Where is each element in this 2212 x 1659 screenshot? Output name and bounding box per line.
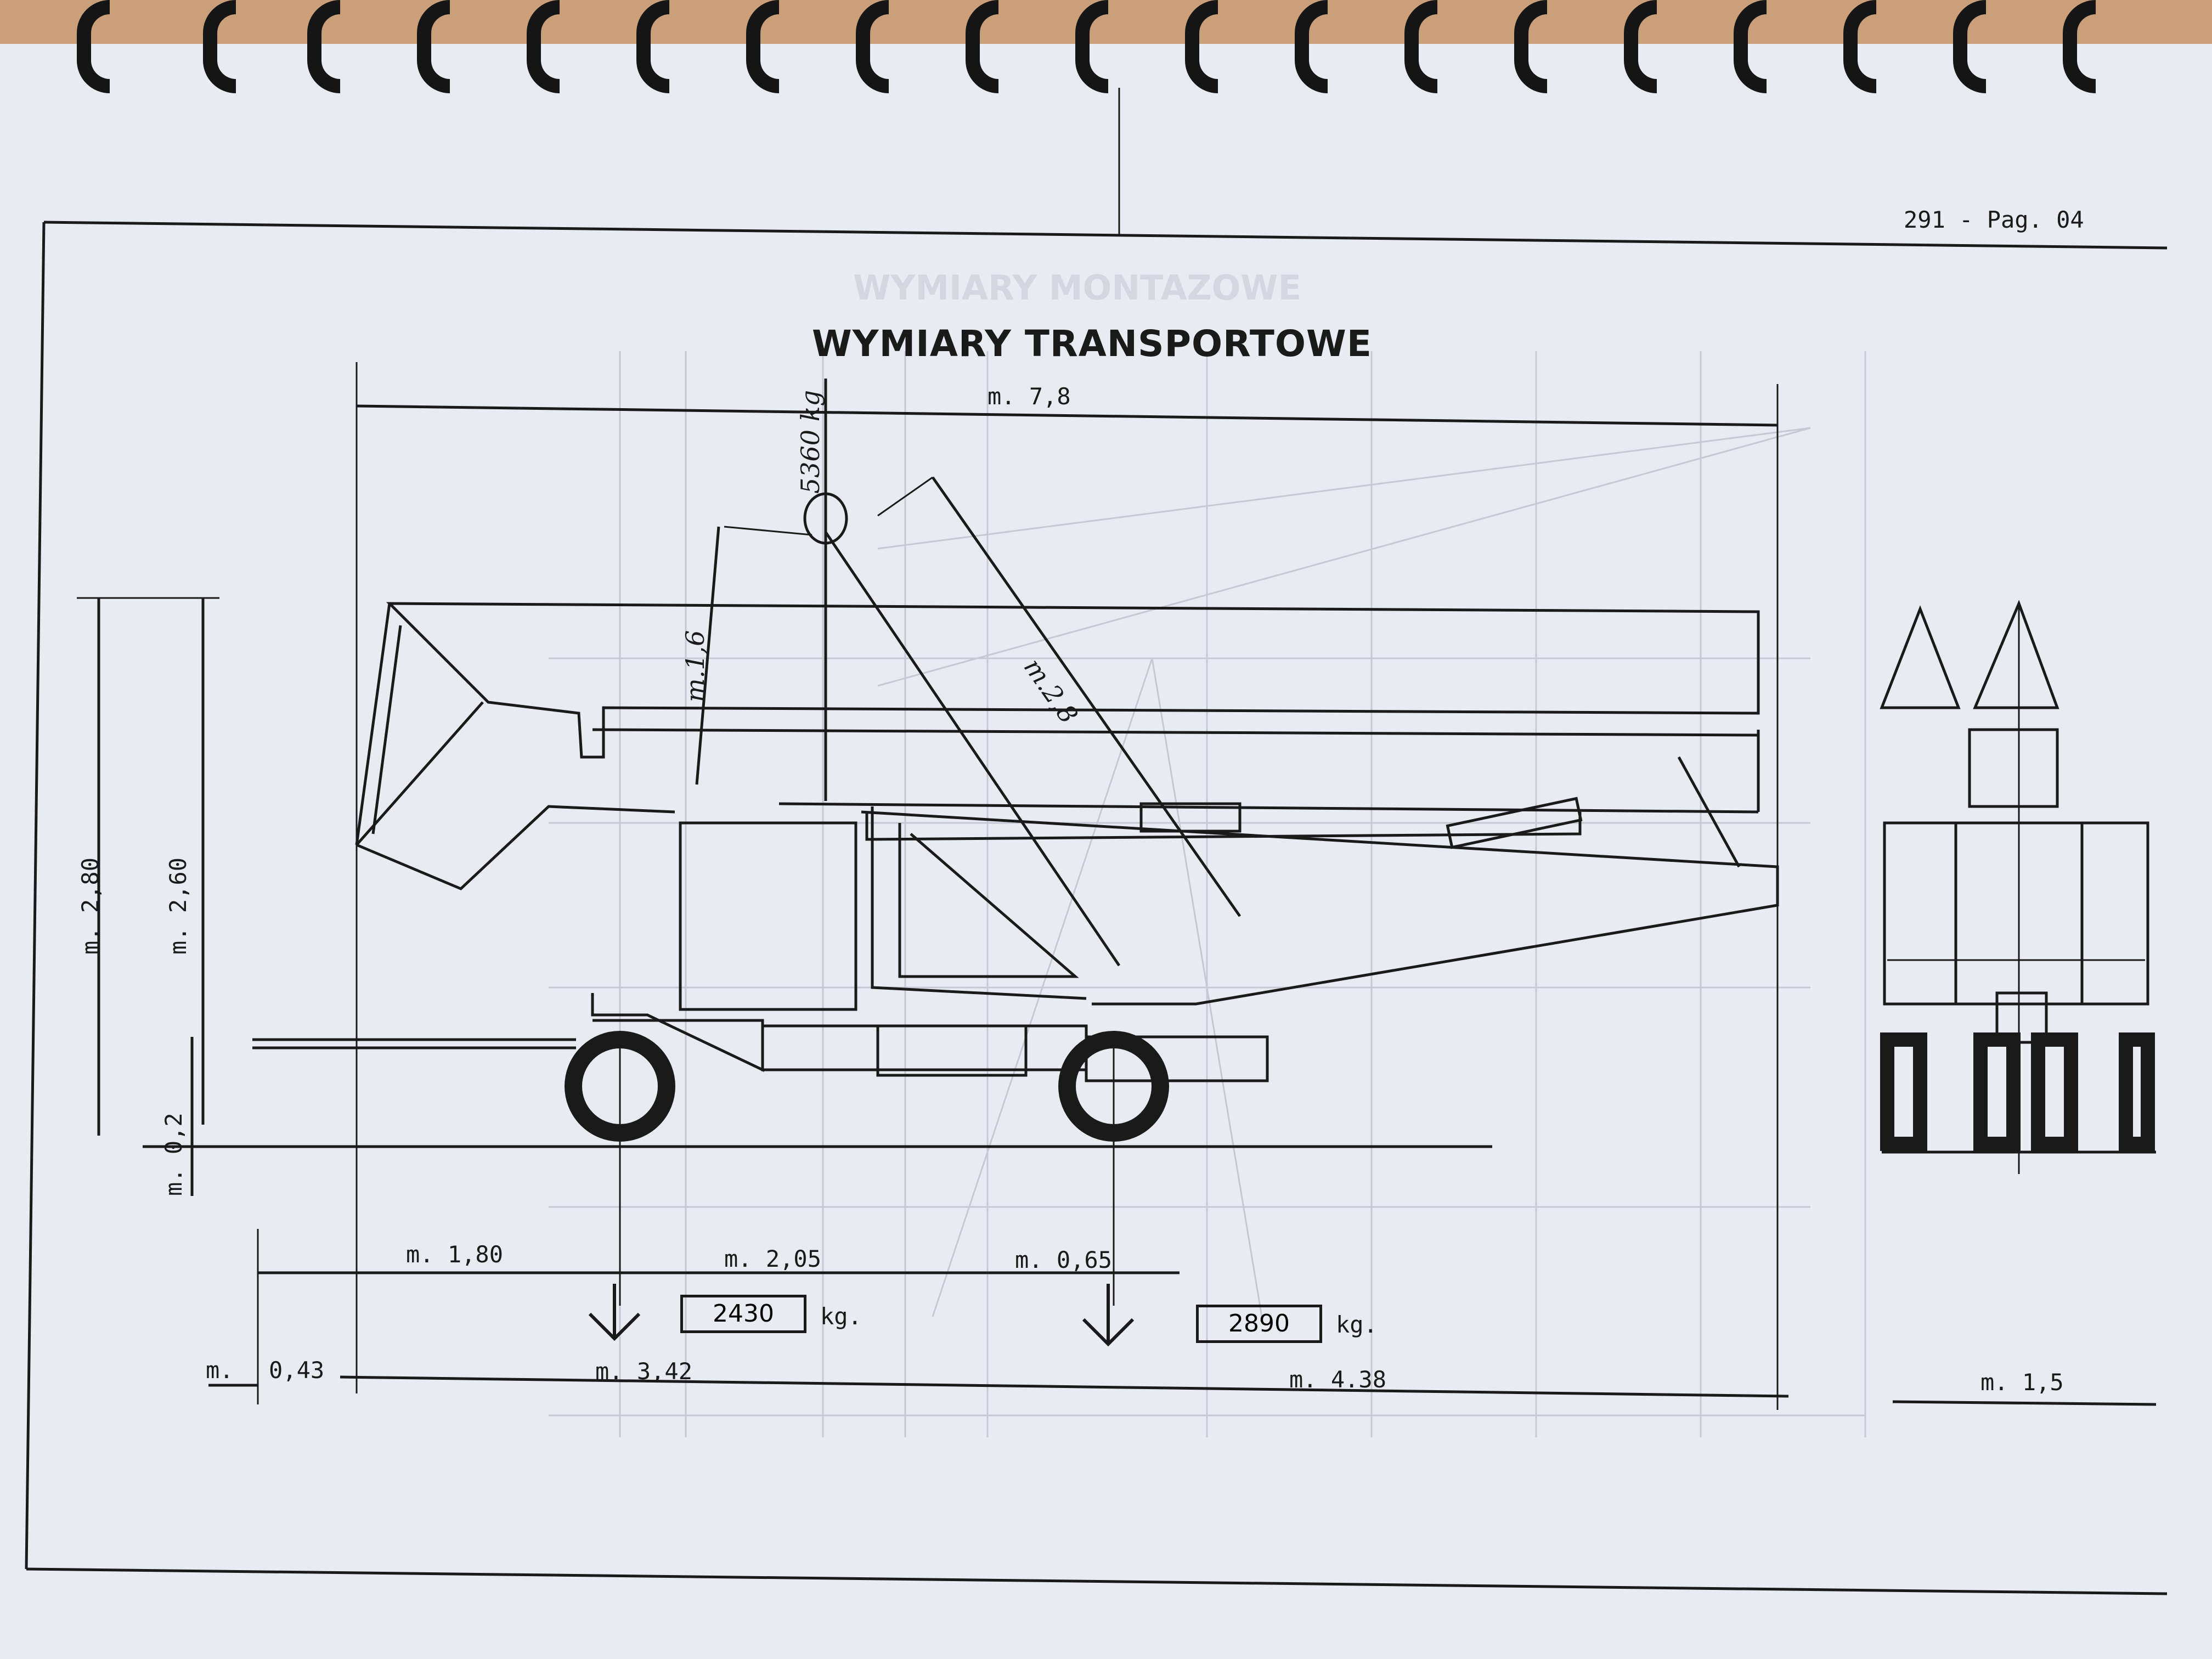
height-boom-label: m. 2,60 xyxy=(165,857,191,955)
front-overhang-label: 0,43 xyxy=(269,1357,325,1384)
ghost-title: WYMIARY MONTAZOWE xyxy=(853,268,1302,308)
page-number: 291 - Pag. 04 xyxy=(1904,206,2084,233)
segment-3-label: m. 0,65 xyxy=(1015,1246,1113,1273)
wheels xyxy=(565,1031,2155,1306)
ground-clearance-label: m. 0,2 xyxy=(160,1113,187,1196)
load-arrows xyxy=(588,1284,1135,1347)
segment-2-label: m. 2,05 xyxy=(724,1245,822,1272)
front-overhang-unit: m. xyxy=(206,1357,234,1384)
wheelbase-label: m. 3,42 xyxy=(595,1358,693,1385)
segment-1-label: m. 1,80 xyxy=(406,1241,504,1268)
manual-page xyxy=(0,44,2212,1659)
width-label: m. 1,5 xyxy=(1980,1369,2064,1396)
hook-weight-note: 5360 kg xyxy=(795,390,825,494)
drawing-title: WYMIARY TRANSPORTOWE xyxy=(812,323,1372,365)
rear-axle-load-value: 2890 xyxy=(1196,1305,1322,1343)
rear-axle-load-unit: kg. xyxy=(1336,1311,1378,1338)
short-arm-note: m.1,6 xyxy=(680,630,710,702)
crane-outline xyxy=(77,362,2157,1410)
ghost-grid xyxy=(549,351,1866,1437)
rear-length-label: m. 4.38 xyxy=(1289,1366,1387,1393)
front-axle-load-unit: kg. xyxy=(820,1303,862,1330)
front-axle-load-value: 2430 xyxy=(680,1295,806,1333)
page-frame xyxy=(25,88,2168,1595)
height-total-label: m. 2,80 xyxy=(77,857,104,955)
overall-length-label: m. 7,8 xyxy=(988,383,1071,410)
